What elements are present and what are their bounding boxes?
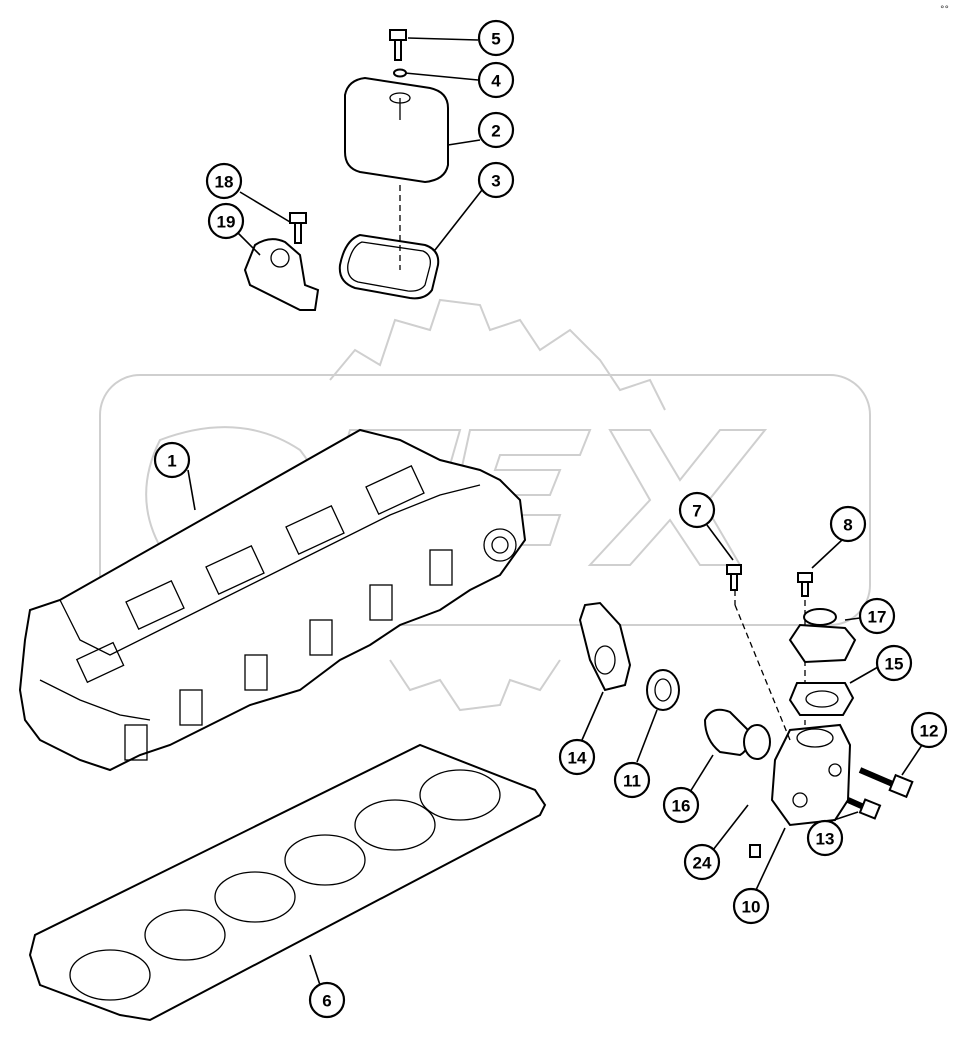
bracket-bolt [289,212,307,244]
callout-2: 2 [477,111,515,149]
callout-4: 4 [477,61,515,99]
callout-1-label: 1 [167,452,176,471]
callout-2-label: 2 [491,122,500,141]
callout-1: 1 [153,441,191,479]
cover-bolt [389,29,407,61]
callout-3-label: 3 [491,172,500,191]
thermostat [703,708,771,760]
lifting-bracket [243,238,320,311]
thermostat-housing [770,723,852,827]
callout-6: 6 [308,981,346,1019]
callout-6-label: 6 [322,992,331,1011]
callout-24: 24 [683,843,721,881]
callout-8: 8 [829,505,867,543]
callout-8-label: 8 [843,516,852,535]
corner-mark: °° [940,5,949,15]
seal-ring [646,669,680,711]
callout-15-label: 15 [885,655,904,674]
callout-15: 15 [875,644,913,682]
callout-17: 17 [858,597,896,635]
outlet-connection [788,608,857,664]
cylinder-head [18,428,527,772]
callout-18-label: 18 [215,173,234,192]
callout-18: 18 [205,162,243,200]
short-bolt [846,797,882,820]
callout-10: 10 [732,887,770,925]
callout-14: 14 [558,738,596,776]
callout-17-label: 17 [868,608,887,627]
callout-12: 12 [910,711,948,749]
callout-7: 7 [678,491,716,529]
callout-16-label: 16 [672,797,691,816]
seal-ring-inner [654,678,672,702]
callout-19: 19 [207,202,245,240]
callout-14-label: 14 [568,749,587,768]
callout-13: 13 [806,819,844,857]
breather-cover [344,76,449,184]
outlet-gasket [788,682,855,716]
seal-inner [347,241,431,292]
callout-12-label: 12 [920,722,939,741]
callout-7-label: 7 [692,502,701,521]
callout-3: 3 [477,161,515,199]
plug [749,844,761,858]
callout-11: 11 [613,761,651,799]
centerline-housing-b [734,604,791,741]
callout-5: 5 [477,19,515,57]
callout-10-label: 10 [742,898,761,917]
callout-5-label: 5 [491,30,500,49]
long-bolt [858,767,914,799]
callout-19-label: 19 [217,213,236,232]
callout-4-label: 4 [491,72,501,91]
head-gasket [28,743,547,1022]
callout-11-label: 11 [623,772,641,791]
housing-bolt-left [726,564,742,591]
cover-seal [338,233,440,300]
callout-13-label: 13 [816,830,835,849]
outlet-gasket-hole [805,690,839,708]
housing-bolt-right [797,572,813,597]
callout-16: 16 [662,786,700,824]
washer [393,68,407,78]
callout-24-label: 24 [693,854,712,873]
adapter-plate-hole [594,645,616,675]
leader-lines [187,37,923,986]
